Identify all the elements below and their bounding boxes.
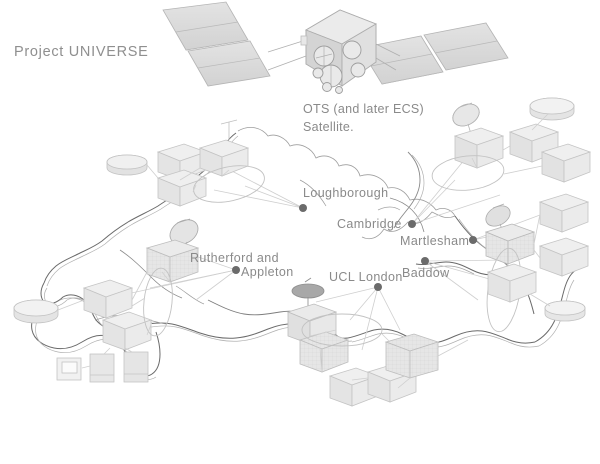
ring-network-ellipse-icon [301,313,383,347]
site-dot-loughborough[interactable] [299,204,307,212]
equipment-cluster-ucl-london [286,277,469,407]
site-label-appleton: Appleton [241,265,294,279]
computer-box-icon [156,169,208,207]
computer-box-icon [484,223,536,265]
satellite-dish-icon [291,277,325,316]
site-dots-layer [232,204,477,291]
ring-network-ellipse-icon [431,155,505,191]
satellite-dish-icon [485,203,511,241]
equipment-cluster-martlesham [484,193,590,333]
equipment-cluster-baddow [486,263,586,322]
computer-box-icon [538,193,590,233]
site-dot-appleton[interactable] [232,266,240,274]
site-dot-martlesham[interactable] [469,236,477,244]
site-dot-ucl-london[interactable] [374,283,382,291]
satellite-icon [162,1,509,94]
ring-network-ellipse-icon [143,267,173,337]
ring-network-ellipse-icon [193,165,265,203]
site-label-baddow: Baddow [402,266,450,280]
equipment-cluster-rutherford-appleton [13,218,200,383]
terminal-icon [123,351,149,383]
computer-box-icon [384,333,440,379]
equipment-cluster-loughborough [106,119,265,207]
terminal-icon [89,353,115,383]
computer-box-icon [540,143,592,183]
disk-pack-icon [529,97,575,121]
satellite-label-line1: OTS (and later ECS) [303,102,425,116]
satellite-dish-icon [452,102,480,145]
terminal-icon [56,357,82,381]
satellite-label-line2: Satellite. [303,120,354,135]
page-title: Project UNIVERSE [14,44,149,60]
disk-pack-icon [106,154,148,176]
site-label-martlesham: Martlesham [400,234,470,248]
site-label-rutherford: Rutherford and [190,251,279,265]
computer-box-icon [101,311,153,351]
equipment-cluster-cambridge [431,97,592,191]
disk-pack-icon [544,300,586,322]
site-label-loughborough: Loughborough [303,186,389,200]
satellite-dish-icon [220,119,238,140]
site-dot-baddow[interactable] [421,257,429,265]
computer-box-icon [198,139,250,177]
computer-box-icon [453,127,505,169]
computer-box-icon [538,237,590,277]
site-label-ucl-london: UCL London [329,270,403,284]
satellite-label: OTS (and later ECS) Satellite. [303,100,424,136]
site-dot-cambridge[interactable] [408,220,416,228]
computer-box-icon [328,367,380,407]
computer-box-icon [82,279,134,319]
computer-box-icon [298,331,350,373]
computer-box-icon [486,263,538,303]
disk-pack-icon [13,299,59,324]
site-label-cambridge: Cambridge [337,217,402,231]
